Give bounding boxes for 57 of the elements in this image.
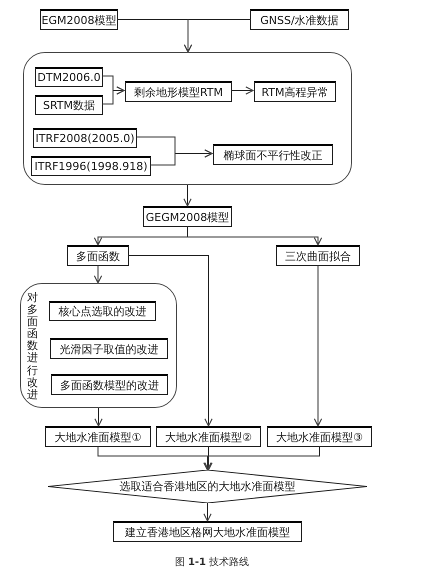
arrow bbox=[183, 184, 192, 207]
process-box bbox=[213, 144, 333, 165]
box-label: 大地水准面模型① bbox=[54, 430, 142, 444]
arrow bbox=[187, 226, 322, 246]
box-label: 选取适合香港地区的大地水准面模型 bbox=[120, 479, 296, 494]
box-label: EGM2008模型 bbox=[42, 12, 116, 28]
box-label: 剩余地形模型RTM bbox=[134, 84, 224, 100]
process-box bbox=[250, 9, 349, 30]
process-box bbox=[33, 128, 137, 148]
group-heading: 对多面函数进行改进 bbox=[27, 292, 38, 401]
arrow bbox=[94, 408, 103, 427]
arrow bbox=[230, 86, 254, 95]
process-box bbox=[67, 245, 129, 266]
process-box bbox=[50, 338, 168, 359]
process-box bbox=[35, 67, 103, 87]
process-box bbox=[40, 9, 118, 30]
process-box bbox=[276, 245, 360, 266]
figure-caption: 图 1-1 技术路线 bbox=[174, 557, 250, 568]
box-label: GNSS/水准数据 bbox=[260, 12, 339, 28]
group-container bbox=[20, 283, 177, 408]
arrow bbox=[184, 19, 250, 53]
arrow bbox=[203, 446, 320, 471]
box-label: 三次曲面拟合 bbox=[285, 248, 351, 264]
process-box bbox=[125, 81, 232, 102]
process-box bbox=[31, 156, 151, 176]
box-label: 光滑因子取值的改进 bbox=[60, 342, 158, 356]
box-label: SRTM数据 bbox=[42, 98, 96, 113]
arrow bbox=[102, 86, 125, 104]
box-label: 核心点选取的改进 bbox=[58, 304, 146, 319]
box-label: 多面函数模型的改进 bbox=[60, 378, 159, 392]
process-box bbox=[45, 426, 151, 447]
group-container bbox=[23, 52, 352, 185]
box-label: 建立香港地区格网大地水准面模型 bbox=[125, 524, 290, 540]
box-label: ITRF1996(1998.918) bbox=[34, 160, 148, 173]
process-box bbox=[49, 301, 156, 321]
box-label: 椭球面不平行性改正 bbox=[224, 148, 322, 162]
box-label: 大地水准面模型② bbox=[165, 430, 252, 444]
arrow bbox=[314, 266, 322, 427]
box-label: DTM2006.0 bbox=[37, 71, 101, 84]
box-label: 多面函数 bbox=[76, 248, 120, 264]
process-box bbox=[156, 426, 261, 447]
arrow bbox=[94, 266, 102, 284]
process-box bbox=[143, 206, 232, 227]
process-box bbox=[35, 95, 103, 115]
box-label: ITRF2008(2005.0) bbox=[36, 132, 134, 145]
process-box bbox=[254, 81, 336, 102]
arrow bbox=[204, 446, 213, 471]
process-box bbox=[113, 521, 302, 542]
box-label: RTM高程异常 bbox=[261, 84, 329, 100]
arrow bbox=[203, 502, 212, 522]
process-box bbox=[267, 426, 372, 447]
box-label: 大地水准面模型③ bbox=[276, 430, 363, 444]
box-label: GEGM2008模型 bbox=[146, 210, 230, 224]
arrow bbox=[150, 149, 213, 166]
decision-diamond bbox=[48, 470, 367, 503]
arrow bbox=[128, 255, 213, 427]
process-box bbox=[51, 374, 168, 395]
